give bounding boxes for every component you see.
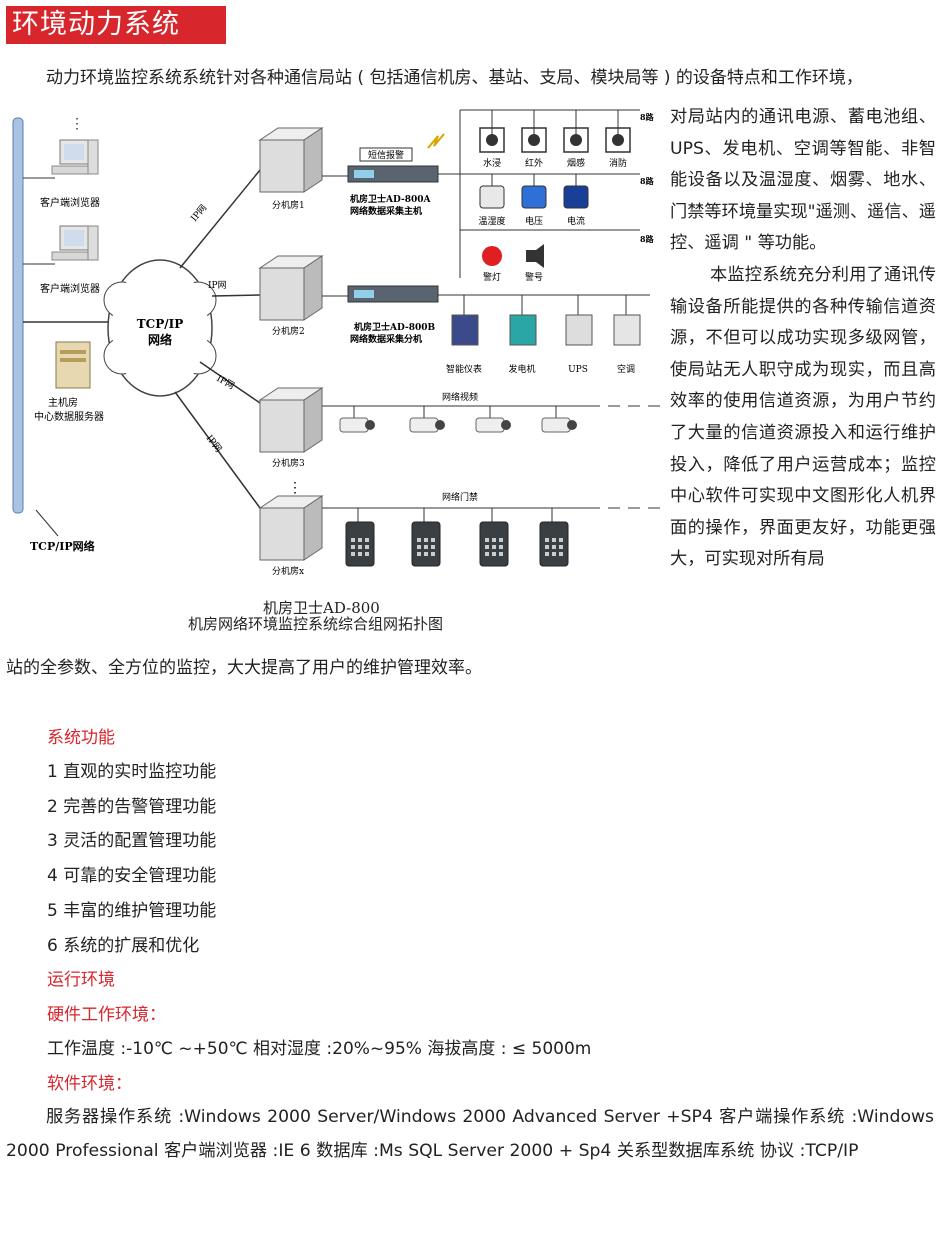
- software-heading: 软件环境：: [47, 1074, 132, 1094]
- hardware-text: 工作温度 :-10℃ ~+50℃ 相对湿度 :20%~95% 海拔高度 : ≤ …: [47, 1039, 592, 1059]
- sensor-input-label: 水浸: [483, 157, 501, 169]
- collector-b-label-2: 网络数据采集分机: [350, 333, 422, 345]
- network-topology-diagram: ⋮ 客户端浏览器 客户端浏览器 主机房 中心数据服务器 TCP/IP网络 TCP…: [12, 109, 660, 577]
- room-label-x: 分机房x: [272, 565, 304, 577]
- output-device-label: 警灯: [483, 271, 501, 283]
- ip-label-2: IP网: [208, 280, 227, 291]
- sms-alarm-label: 短信报警: [368, 149, 404, 161]
- access-keypad-icon-0: [345, 508, 375, 567]
- intro-paragraph-1: 对局站内的通讯电源、蓄电池组、UPS、发电机、空调等智能、非智能设备以及温湿度、…: [670, 107, 936, 254]
- sensor-analog-1: 电压: [521, 174, 547, 227]
- ip-label-1: IP网: [189, 203, 209, 224]
- sensor-input-label: 烟感: [567, 157, 585, 169]
- room-label-2: 分机房2: [272, 325, 305, 337]
- sensor-input-2: 烟感: [563, 110, 589, 169]
- room-2-icon: [258, 255, 324, 321]
- cloud-label-2: 网络: [148, 332, 172, 347]
- tcpip-label: TCP/IP网络: [30, 539, 95, 553]
- sensor-input-label: 红外: [525, 157, 543, 169]
- svg-text:⋮: ⋮: [288, 480, 302, 496]
- client-pc-2-icon: [51, 225, 99, 261]
- client-label-2: 客户端浏览器: [40, 282, 100, 295]
- access-keypad-icon-2: [479, 508, 509, 567]
- cloud-icon: [103, 259, 217, 397]
- access-keypad-icon-3: [539, 508, 569, 567]
- ip-label-3: IP网: [215, 373, 237, 392]
- sensor-analog-label: 温湿度: [478, 215, 505, 227]
- access-label: 网络门禁: [442, 491, 478, 503]
- smart-device-label: 发电机: [508, 363, 535, 375]
- access-keypad-icon-1: [411, 508, 441, 567]
- cloud-label-1: TCP/IP: [137, 317, 184, 331]
- sensor-input-3: 消防: [605, 110, 631, 169]
- intro-first-line: 动力环境监控系统系统针对各种通信局站 ( 包括通信机房、基站、支局、模块局等 )…: [46, 68, 863, 88]
- room-x-icon: [258, 495, 324, 561]
- collector-b-label-1: 机房卫士AD-800B: [354, 321, 435, 333]
- room-3-icon: [258, 387, 324, 453]
- intro-right-column: 对局站内的通讯电源、蓄电池组、UPS、发电机、空调等智能、非智能设备以及温湿度、…: [670, 102, 936, 576]
- video-label: 网络视频: [442, 391, 478, 403]
- collector-a-label-2: 网络数据采集主机: [350, 205, 422, 217]
- input-digital-label: 8路: [640, 112, 655, 122]
- function-item: 6 系统的扩展和优化: [47, 936, 200, 956]
- hardware-heading: 硬件工作环境：: [47, 1005, 166, 1025]
- function-item: 2 完善的告警管理功能: [47, 797, 217, 817]
- tcpip-bus-bar: [12, 117, 24, 514]
- svg-text:⋮: ⋮: [70, 116, 84, 132]
- room-label-1: 分机房1: [272, 199, 305, 211]
- sensor-input-label: 消防: [609, 157, 627, 169]
- smart-device-1: 发电机: [508, 295, 537, 375]
- camera-icon-0: [339, 406, 375, 433]
- smart-device-0: 智能仪表: [446, 295, 482, 375]
- output-device-1: 警号: [525, 244, 544, 283]
- output-digital-label: 8路: [640, 234, 655, 244]
- camera-icon-3: [541, 406, 577, 433]
- client-pc-1-icon: [51, 139, 99, 175]
- output-device-label: 警号: [525, 271, 543, 283]
- smart-device-3: 空调: [613, 295, 641, 375]
- intro-paragraph-2: 本监控系统充分利用了通讯传输设备所能提供的各种传输信道资源，不但可以成功实现多级…: [670, 264, 936, 570]
- sensor-analog-label: 电流: [567, 215, 585, 227]
- server-icon: [55, 341, 91, 389]
- smart-device-label: 空调: [617, 363, 635, 375]
- diagram-caption-2: 机房网络环境监控系统综合组网拓扑图: [188, 615, 444, 633]
- collector-a-label-1: 机房卫士AD-800A: [350, 193, 431, 205]
- camera-icon-1: [409, 406, 445, 433]
- ip-label-4: IP网: [204, 433, 224, 454]
- env-heading: 运行环境: [47, 970, 115, 990]
- function-item: 4 可靠的安全管理功能: [47, 866, 217, 886]
- page-title: 环境动力系统: [6, 6, 226, 44]
- room-1-icon: [258, 127, 324, 193]
- diagram-caption-1: 机房卫士AD-800: [263, 599, 380, 617]
- input-analog-label: 8路: [640, 176, 655, 186]
- smart-device-label: UPS: [568, 365, 588, 375]
- function-item: 5 丰富的维护管理功能: [47, 901, 217, 921]
- sensor-analog-0: 温湿度: [478, 174, 506, 227]
- sensor-analog-label: 电压: [525, 215, 543, 227]
- function-item: 3 灵活的配置管理功能: [47, 831, 217, 851]
- smart-device-2: UPS: [565, 295, 593, 375]
- sensor-analog-2: 电流: [563, 174, 589, 227]
- room-label-3: 分机房3: [272, 457, 305, 469]
- smart-device-label: 智能仪表: [446, 363, 482, 375]
- sensor-input-0: 水浸: [479, 110, 505, 169]
- sensor-input-1: 红外: [521, 110, 547, 169]
- server-label-2: 中心数据服务器: [34, 410, 104, 423]
- software-text: 服务器操作系统 :Windows 2000 Server/Windows 200…: [6, 1107, 934, 1161]
- functions-heading: 系统功能: [47, 728, 115, 748]
- function-item: 1 直观的实时监控功能: [47, 762, 217, 782]
- wireless-icon: [427, 133, 445, 149]
- server-label-1: 主机房: [48, 396, 78, 409]
- camera-icon-2: [475, 406, 511, 433]
- client-label-1: 客户端浏览器: [40, 196, 100, 209]
- intro-last-line: 站的全参数、全方位的监控，大大提高了用户的维护管理效率。: [6, 658, 482, 678]
- output-device-0: 警灯: [482, 246, 502, 283]
